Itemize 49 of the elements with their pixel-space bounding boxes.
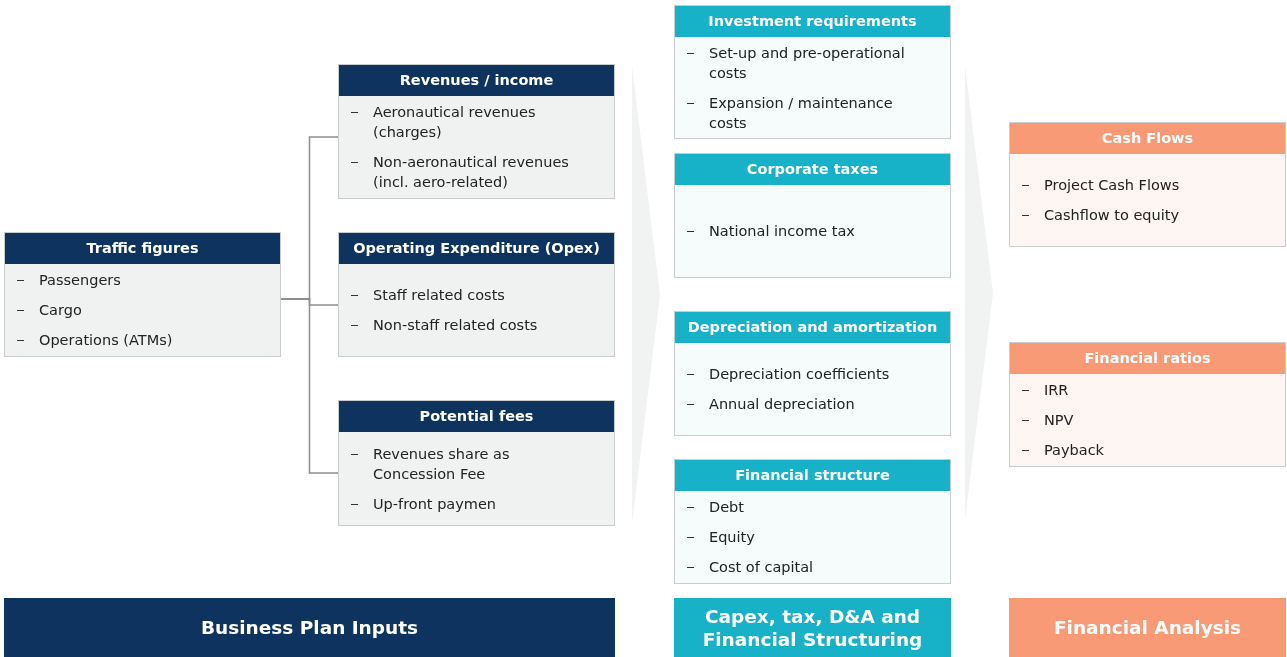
card-header: Corporate taxes [675,154,950,185]
card-header: Cash Flows [1010,123,1285,154]
list-item: NPV [1044,411,1074,430]
list-item: National income tax [709,222,855,241]
card-header: Revenues / income [339,65,614,96]
list-item: Revenues share as Concession Fee [373,444,511,484]
section-title: Capex, tax, D&A and Financial Structuring [701,604,924,651]
list-item: Aeronautical revenues (charges) [373,103,537,142]
list-item: Debt [709,498,744,517]
list-item: Set-up and pre-operational costs [709,43,906,83]
list-item: Passengers [39,271,121,290]
list-item: Project Cash Flows [1044,176,1180,195]
list-item: Annual depreciation [709,395,855,414]
section-title: Financial Analysis [1053,616,1242,639]
card-header: Investment requirements [675,6,950,37]
connector-line [280,298,339,474]
list-item: Depreciation coefficients [709,365,890,384]
card-header: Potential fees [339,401,614,432]
list-item: Cashflow to equity [1044,206,1179,225]
card-header: Operating Expenditure (Opex) [339,233,614,264]
list-item: Equity [709,528,755,547]
list-item: Staff related costs [373,286,505,305]
info-card [674,5,951,139]
list-item: Up-front paymen [373,494,497,514]
info-card [1009,122,1286,247]
card-header: Depreciation and amortization [675,312,950,343]
section-title: Business Plan Inputs [200,616,419,639]
info-card [4,232,281,357]
list-item: Expansion / maintenance costs [709,93,894,133]
info-card [1009,342,1286,467]
list-item: IRR [1044,381,1069,400]
section-banner [1009,598,1286,657]
list-item: Payback [1044,441,1105,460]
list-item: Non-staff related costs [373,316,538,335]
card-header: Financial structure [675,460,950,491]
info-card [674,153,951,278]
list-item: Cargo [39,301,82,320]
card-header: Traffic figures [5,233,280,264]
info-card [674,311,951,436]
section-banner [4,598,615,657]
info-card [338,232,615,357]
info-card [338,400,615,526]
info-card [338,64,615,199]
list-item: Operations (ATMs) [39,331,173,350]
list-item: Non-aeronautical revenues (incl. aero-related) [373,153,570,192]
list-item: Cost of capital [709,558,814,577]
section-banner [674,598,951,657]
info-card [674,459,951,584]
card-header: Financial ratios [1010,343,1285,374]
